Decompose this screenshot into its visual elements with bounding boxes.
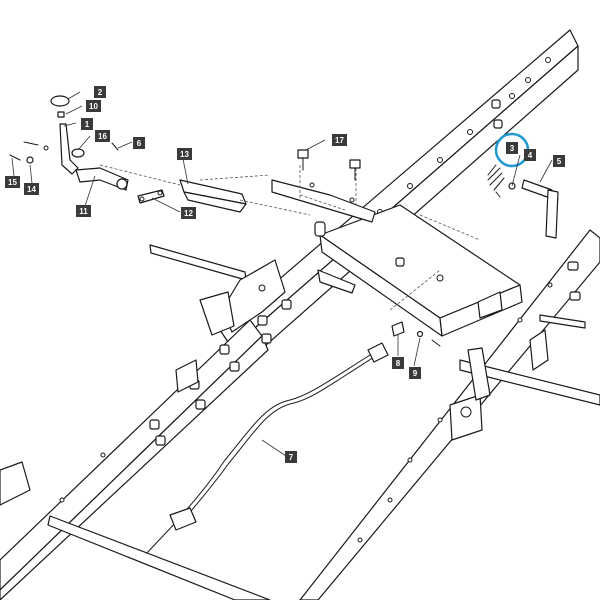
- callout-number: 4: [528, 151, 533, 160]
- callout-3: 3: [506, 142, 518, 154]
- callout-number: 13: [180, 150, 189, 159]
- callout-box: [86, 100, 101, 112]
- callout-6: 6: [133, 137, 145, 149]
- main-frame-rail: [219, 29, 579, 369]
- callout-14: 14: [24, 183, 39, 195]
- cross-member: [319, 204, 523, 337]
- callout-box: [95, 130, 110, 142]
- callout-9: 9: [409, 367, 421, 379]
- rail-bushings: [491, 99, 503, 129]
- cable-clevis-pin: [391, 321, 441, 347]
- callout-box: [76, 205, 91, 217]
- brake-pedal-assembly: [9, 95, 119, 175]
- flange-bolts: [297, 149, 361, 181]
- callout-number: 17: [335, 136, 344, 145]
- right-frame-rail: [299, 229, 600, 600]
- callout-15: 15: [5, 176, 20, 188]
- callout-1: 1: [81, 118, 93, 130]
- callout-number: 1: [85, 120, 90, 129]
- callout-5: 5: [553, 155, 565, 167]
- callout-13: 13: [177, 148, 192, 160]
- callout-11: 11: [76, 205, 91, 217]
- axle-pin: [539, 314, 586, 329]
- callout-number: 7: [289, 453, 294, 462]
- callout-box: [285, 451, 297, 463]
- callout-box: [177, 148, 192, 160]
- callout-box: [392, 357, 404, 369]
- upper-left-bracket: [149, 244, 356, 393]
- callout-number: 5: [557, 157, 562, 166]
- callout-17: 17: [332, 134, 347, 146]
- spring-washer: [508, 182, 516, 190]
- callout-number: 3: [510, 144, 515, 153]
- return-spring: [487, 164, 505, 198]
- callout-16: 16: [95, 130, 110, 142]
- callout-box: [133, 137, 145, 149]
- callout-box: [332, 134, 347, 146]
- callout-12: 12: [181, 207, 196, 219]
- callout-box: [94, 86, 106, 98]
- callout-box: [524, 149, 536, 161]
- brake-cable: [140, 342, 389, 560]
- callout-number: 11: [79, 207, 88, 216]
- callout-number: 8: [396, 359, 401, 368]
- callout-8: 8: [392, 357, 404, 369]
- rail-holes: [347, 57, 551, 241]
- callout-box: [24, 183, 39, 195]
- brake-linkage-rod: [521, 179, 559, 239]
- callout-10: 10: [86, 100, 101, 112]
- pivot-bracket: [179, 174, 271, 213]
- callout-box: [506, 142, 518, 154]
- callout-box: [5, 176, 20, 188]
- pedal-mount-plate: [271, 165, 376, 237]
- callout-number: 14: [27, 185, 36, 194]
- callout-box: [409, 367, 421, 379]
- callout-number: 15: [8, 178, 17, 187]
- callout-number: 10: [89, 102, 98, 111]
- callout-4: 4: [524, 149, 536, 161]
- callout-box: [181, 207, 196, 219]
- link-rod: [137, 189, 165, 204]
- front-axle-bar: [459, 347, 600, 406]
- callout-number: 6: [137, 139, 142, 148]
- callout-number: 16: [98, 132, 107, 141]
- callout-number: 9: [413, 369, 418, 378]
- callout-2: 2: [94, 86, 106, 98]
- callout-7: 7: [285, 451, 297, 463]
- pedal-shaft: [75, 167, 129, 191]
- assembly-guides: [99, 164, 481, 311]
- deck-plate: [47, 515, 271, 600]
- callout-box: [81, 118, 93, 130]
- callout-number: 2: [98, 88, 103, 97]
- callout-box: [553, 155, 565, 167]
- right-rail-holes: [357, 282, 553, 543]
- callout-number: 12: [184, 209, 193, 218]
